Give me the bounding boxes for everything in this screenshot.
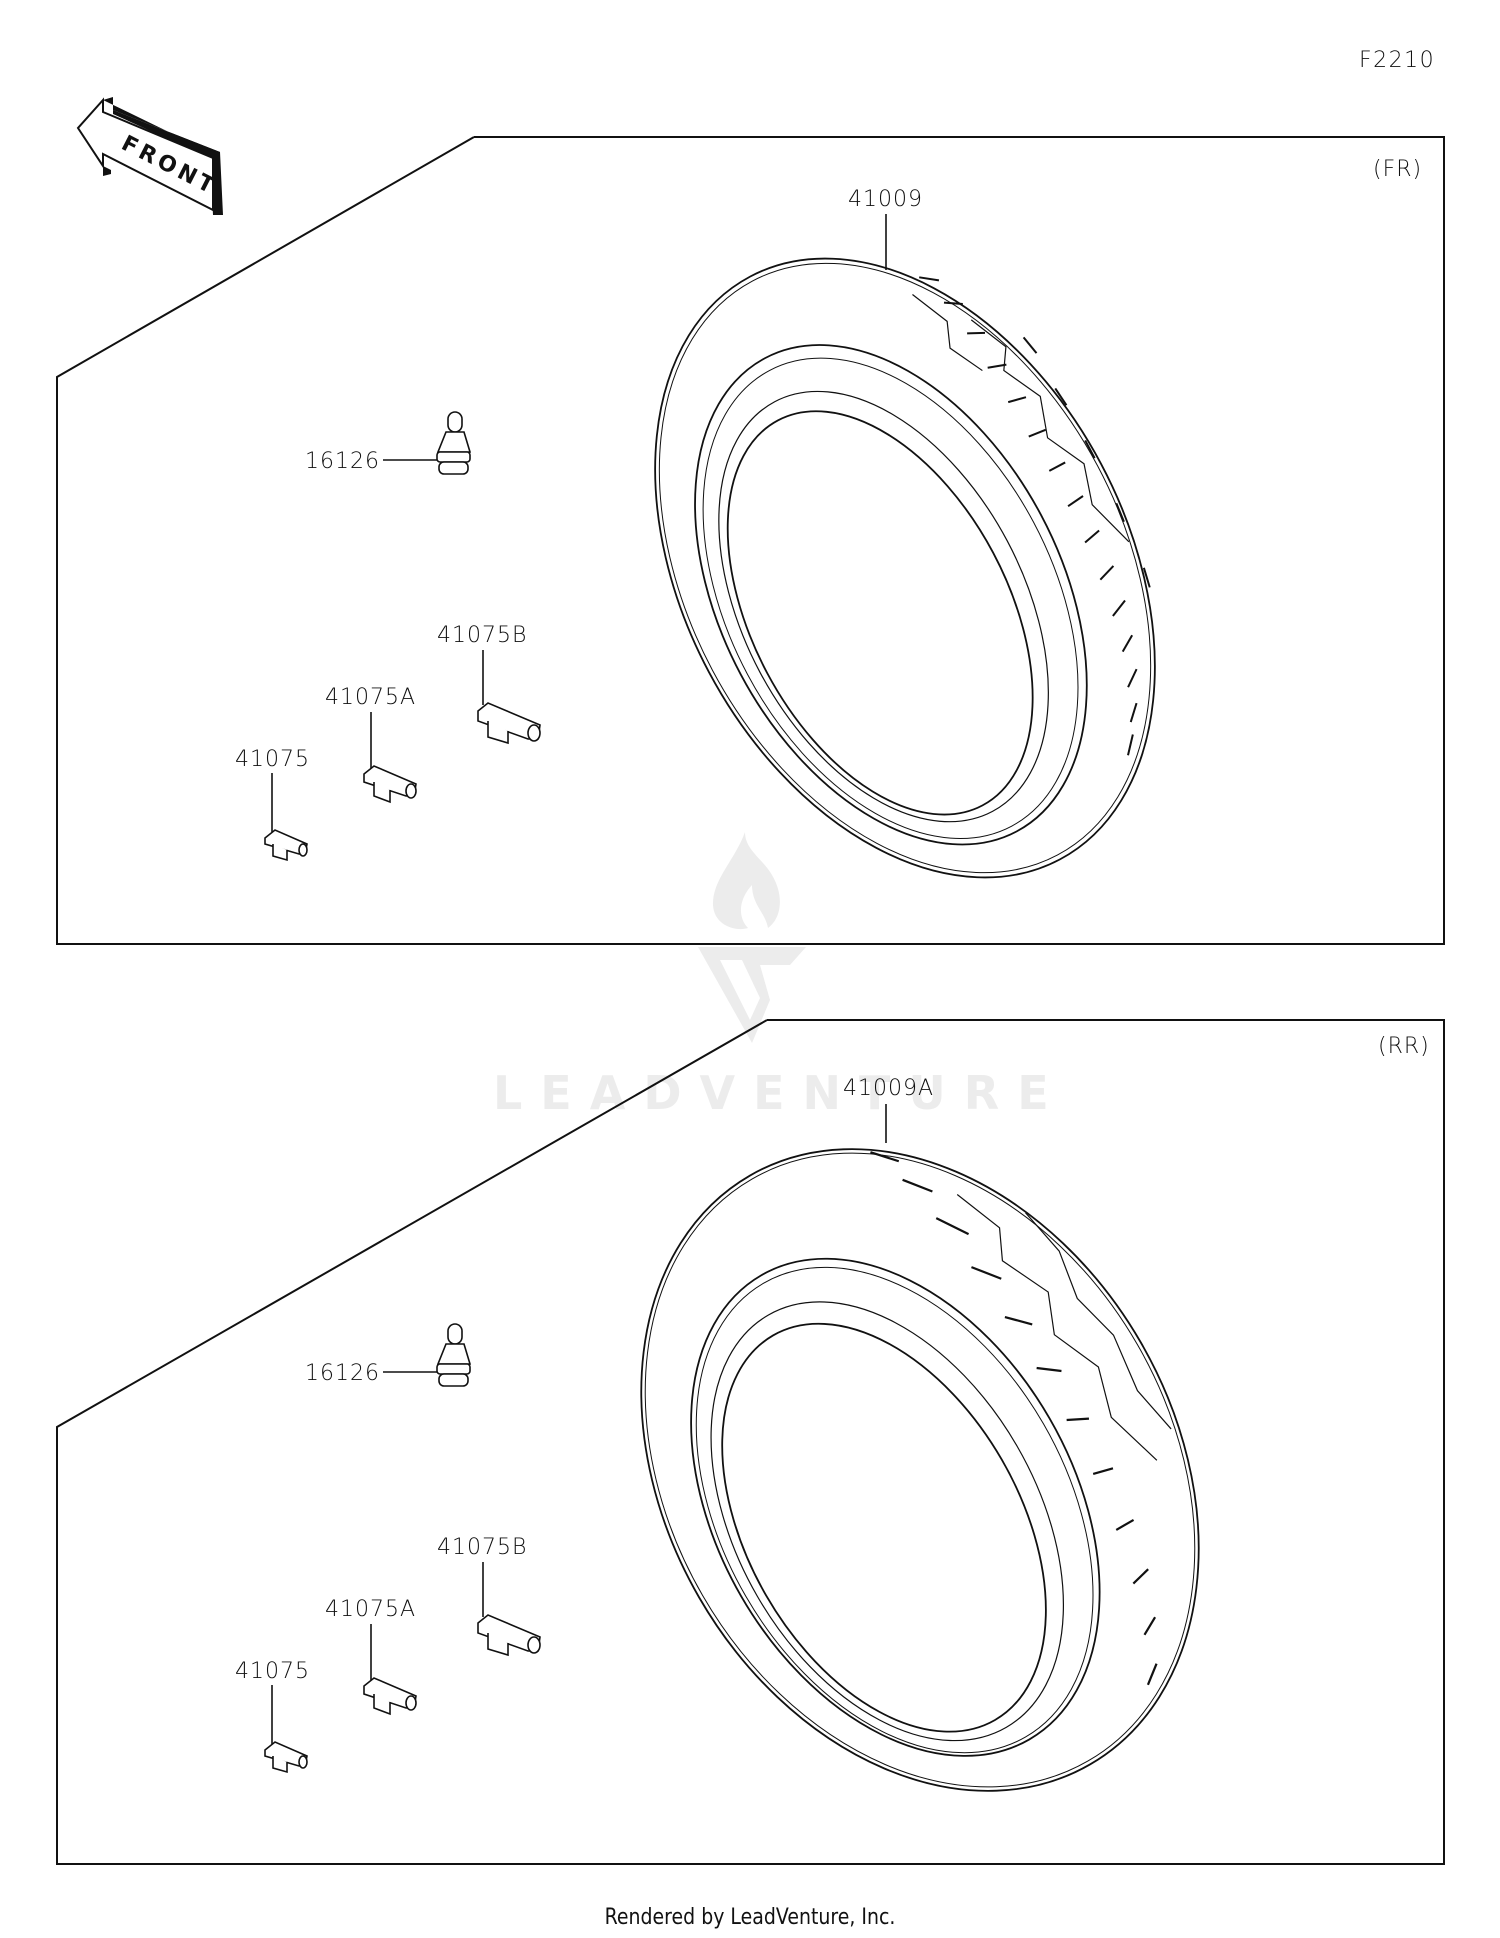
- part-label-weight[interactable]: 41075: [235, 747, 310, 772]
- part-label-weight-a[interactable]: 41075A: [325, 685, 417, 710]
- panel-position-label: (RR): [1378, 1034, 1430, 1059]
- front-arrow-icon: FRONT: [76, 97, 223, 215]
- footer-credit: Rendered by LeadVenture, Inc.: [604, 1905, 896, 1930]
- part-label-weight-a[interactable]: 41075A: [325, 1597, 417, 1622]
- rear-tire-drawing: [640, 1148, 1200, 1792]
- part-label-weight-b[interactable]: 41075B: [437, 1535, 528, 1560]
- part-label-weight[interactable]: 41075: [235, 1659, 310, 1684]
- part-label-weight-b[interactable]: 41075B: [437, 623, 528, 648]
- panel-position-label: (FR): [1373, 157, 1423, 182]
- panel-rear-outline: [56, 1019, 1445, 1865]
- valve-icon-front: [436, 411, 472, 475]
- watermark-text: LEADVENTURE: [493, 1066, 1067, 1120]
- part-label-valve[interactable]: 16126: [305, 449, 380, 474]
- rear-tire-hotspot[interactable]: [640, 1140, 1200, 1800]
- front-tire-hotspot[interactable]: [648, 250, 1162, 885]
- part-label-tire[interactable]: 41009: [848, 187, 923, 212]
- balance-weight-icons-front: [264, 702, 541, 862]
- part-label-valve[interactable]: 16126: [305, 1361, 380, 1386]
- figure-id: F2210: [1359, 48, 1436, 73]
- part-label-tire[interactable]: 41009A: [843, 1076, 935, 1101]
- panel-front-outline: [56, 136, 1445, 945]
- front-tire-drawing: [654, 257, 1156, 879]
- valve-icon-rear: [436, 1323, 472, 1387]
- balance-weight-icons-rear: [264, 1614, 541, 1774]
